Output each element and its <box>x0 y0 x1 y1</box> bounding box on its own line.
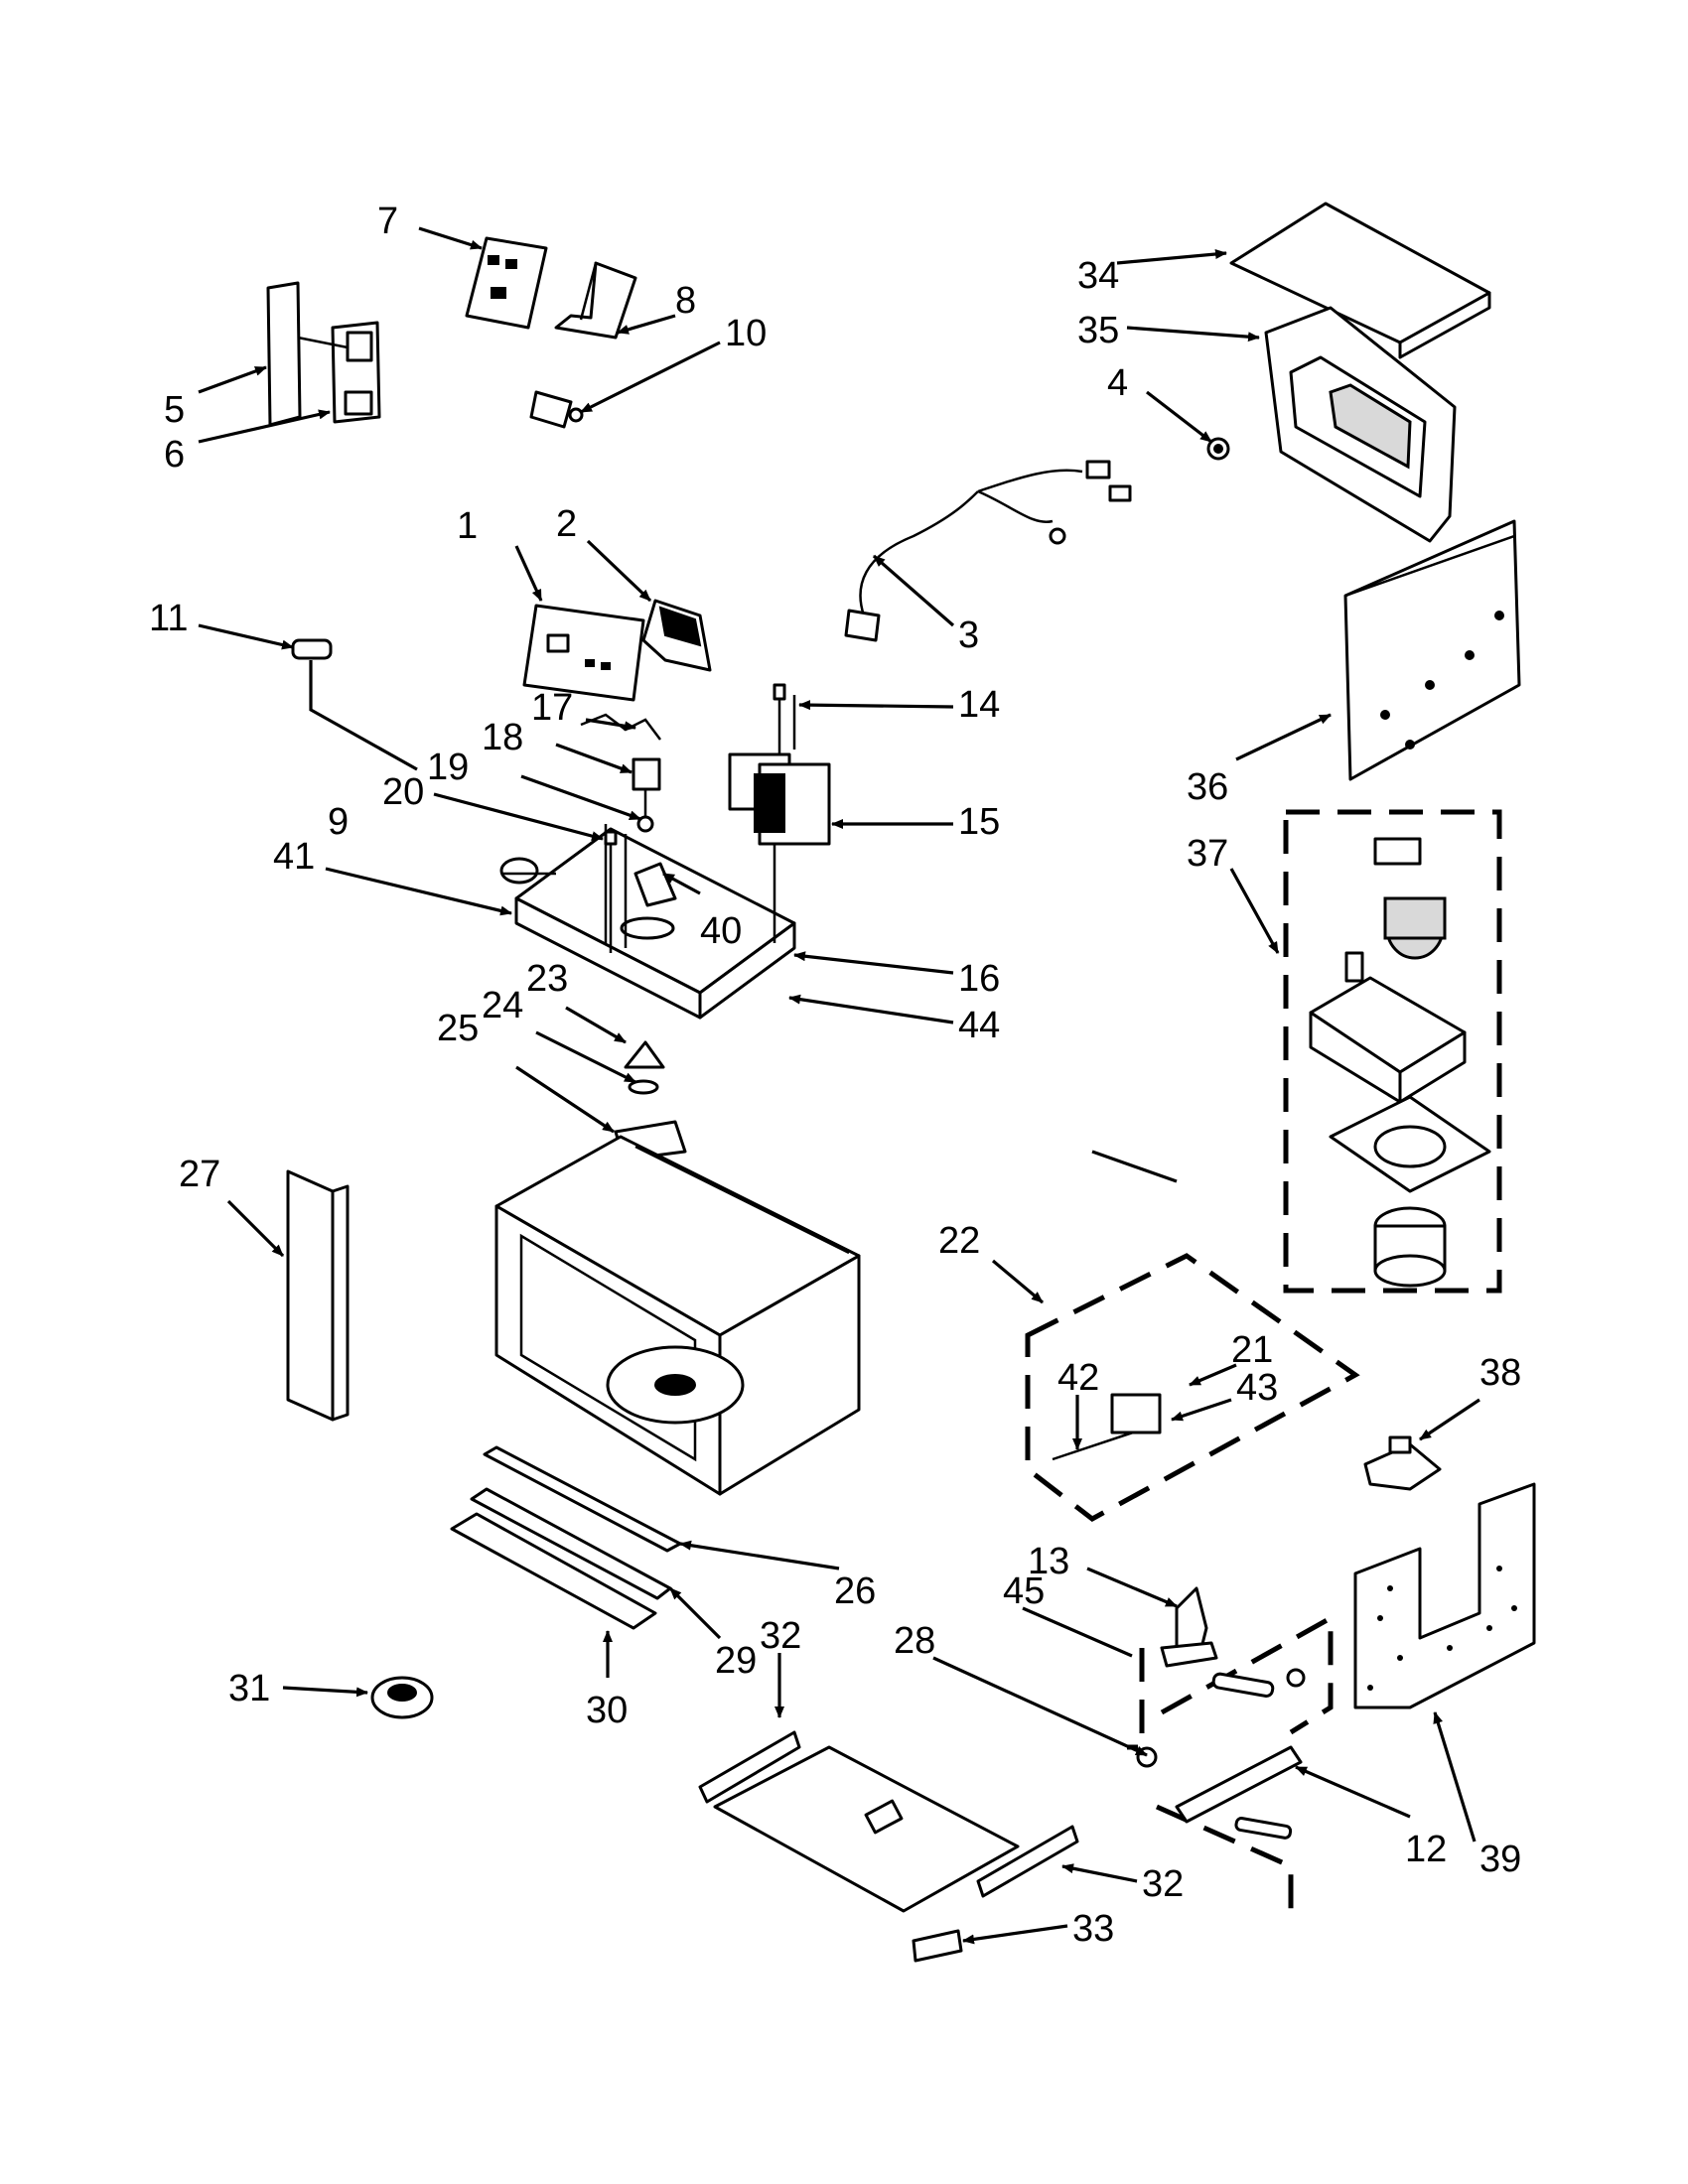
callout-8: 8 <box>675 280 696 322</box>
part-15-transformer <box>728 683 831 846</box>
callout-30: 30 <box>586 1690 628 1731</box>
part-32-bottom-plate <box>698 1730 1079 1913</box>
part-8-bracket <box>554 261 637 340</box>
callout-27: 27 <box>179 1154 220 1195</box>
callout-14: 14 <box>958 684 1000 726</box>
callout-43: 43 <box>1236 1367 1278 1409</box>
part-1-control-board <box>522 604 645 702</box>
part-11-fuse <box>291 638 333 660</box>
callout-3: 3 <box>958 614 979 656</box>
callout-26: 26 <box>834 1570 876 1612</box>
callout-42: 42 <box>1057 1357 1099 1399</box>
callout-31: 31 <box>228 1668 270 1709</box>
part-4-screw <box>1206 437 1230 461</box>
callout-37: 37 <box>1187 833 1228 875</box>
part-5-6-bracket-relay <box>266 281 381 427</box>
part-40-tab <box>633 862 677 907</box>
callout-12: 12 <box>1405 1829 1447 1870</box>
callout-4: 4 <box>1107 362 1128 404</box>
callout-11: 11 <box>149 598 188 639</box>
part-36-panel <box>1343 519 1521 781</box>
callout-19: 19 <box>427 747 469 788</box>
callout-32-bottom: 32 <box>1142 1863 1184 1905</box>
part-33-clip <box>912 1929 963 1963</box>
callout-24: 24 <box>482 985 523 1026</box>
oven-cavity <box>494 1135 861 1496</box>
part-2-relay <box>641 599 712 672</box>
callout-13: 13 <box>1028 1541 1069 1582</box>
group-12-hinge <box>1127 1613 1334 1916</box>
callout-23: 23 <box>526 958 568 1000</box>
group-37-fan-assembly <box>1283 809 1502 1294</box>
callout-36: 36 <box>1187 766 1228 808</box>
callout-39: 39 <box>1479 1839 1521 1880</box>
callout-9: 9 <box>328 801 349 843</box>
part-3-wire-harness <box>844 460 1132 642</box>
group-22-dashed <box>1025 1253 1360 1522</box>
callout-40: 40 <box>700 910 742 952</box>
part-39-insulation <box>1353 1482 1536 1709</box>
callout-10: 10 <box>725 313 767 354</box>
callout-45: 45 <box>1003 1570 1045 1612</box>
callout-44: 44 <box>958 1005 1000 1046</box>
callout-5: 5 <box>164 389 185 431</box>
part-9-thermostat <box>499 857 556 885</box>
callout-22: 22 <box>938 1220 980 1262</box>
part-34-cover <box>1229 202 1491 359</box>
callout-6: 6 <box>164 434 185 476</box>
callout-7: 7 <box>377 201 398 242</box>
part-13-bracket <box>1160 1586 1218 1668</box>
part-30-tray <box>450 1512 657 1630</box>
callout-38: 38 <box>1479 1352 1521 1394</box>
callout-28: 28 <box>894 1620 935 1662</box>
callout-20: 20 <box>382 771 424 813</box>
part-27-channel <box>286 1169 350 1422</box>
callout-33: 33 <box>1072 1908 1114 1950</box>
callout-21: 21 <box>1231 1329 1273 1371</box>
callout-34: 34 <box>1077 255 1119 297</box>
leader-lines <box>198 226 1480 1945</box>
callout-25: 25 <box>437 1008 479 1049</box>
callout-32-top: 32 <box>760 1615 801 1657</box>
callout-29: 29 <box>715 1640 757 1682</box>
part-38-switch <box>1363 1435 1442 1491</box>
part-10-switch <box>529 390 584 429</box>
callout-1: 1 <box>457 505 478 547</box>
part-7-board-bracket <box>465 236 548 330</box>
callout-16: 16 <box>958 958 1000 1000</box>
part-20-post <box>604 830 618 953</box>
callout-15: 15 <box>958 801 1000 843</box>
callout-2: 2 <box>556 503 577 545</box>
callout-41: 41 <box>273 836 315 878</box>
callout-18: 18 <box>482 717 523 758</box>
part-31-motor <box>370 1676 434 1719</box>
part-16-base-tray <box>514 824 796 1020</box>
part-35-frame <box>1264 306 1457 543</box>
callout-35: 35 <box>1077 310 1119 351</box>
callout-labels: 1 2 3 4 5 6 7 8 9 10 11 12 13 14 15 16 1… <box>149 201 1521 1950</box>
callout-17: 17 <box>531 687 573 729</box>
